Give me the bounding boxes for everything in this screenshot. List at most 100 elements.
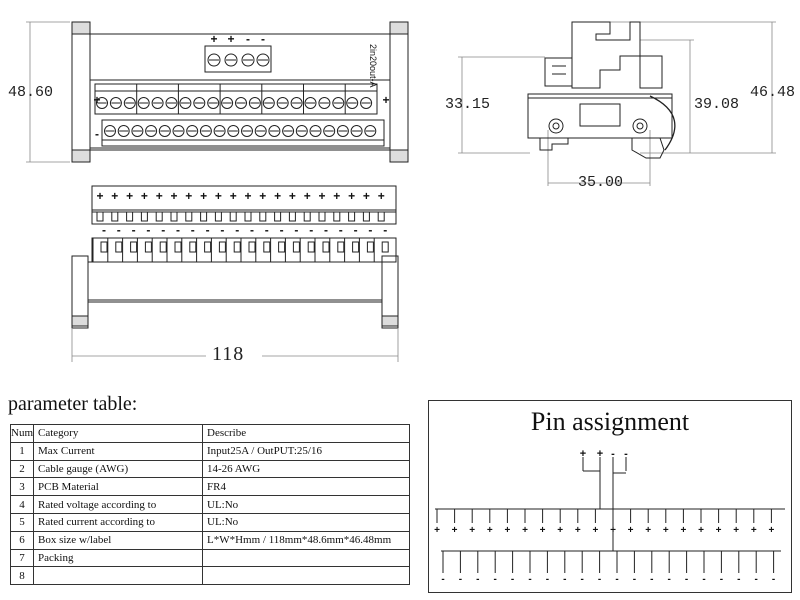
minus-output-sign: - (598, 574, 601, 585)
pin-slot (115, 241, 123, 253)
minus-output-sign: - (650, 574, 653, 585)
width-dimension-label: 118 (212, 343, 245, 365)
plus-output-sign: + (575, 525, 581, 536)
plus-output-sign: + (469, 525, 475, 536)
top-minus-sign: - (368, 223, 372, 237)
top-plus-sign: + (304, 189, 311, 203)
row-num: 1 (10, 441, 34, 461)
plus-output-sign: + (680, 525, 686, 536)
pin-slot (348, 211, 356, 222)
terminal-screw-icon (256, 53, 270, 67)
top-plus-sign: + (200, 189, 207, 203)
row-category: Rated current according to (33, 512, 203, 532)
front-right-plus: + (382, 93, 389, 107)
top-minus-sign: - (117, 223, 121, 237)
top-plus-sign: + (363, 189, 370, 203)
minus-output-sign: - (720, 574, 723, 585)
top-minus-sign: - (250, 223, 254, 237)
row-num: 4 (10, 495, 34, 514)
row-num: 2 (10, 459, 34, 479)
top-plus-sign: + (215, 189, 222, 203)
terminal-screw-icon (350, 125, 363, 137)
top-minus-sign: - (324, 223, 328, 237)
terminal-screw-icon (117, 125, 130, 137)
terminal-screw-icon (193, 97, 206, 109)
side-right-outer-dimension-label: 46.48 (750, 84, 796, 101)
pin-slot (352, 241, 360, 253)
terminal-screw-icon (295, 125, 308, 137)
front-side-label: 2in20out-A (368, 44, 378, 88)
pin-slot (381, 241, 389, 253)
plus-output-sign: + (663, 525, 669, 536)
pin-slot (248, 241, 256, 253)
front-input-sign-1: + (210, 32, 217, 46)
plus-output-sign: + (716, 525, 722, 536)
terminal-screw-icon (332, 97, 345, 109)
minus-output-sign: - (546, 574, 549, 585)
top-plus-sign: + (126, 189, 133, 203)
top-plus-sign: + (156, 189, 163, 203)
row-num: 8 (10, 566, 34, 586)
top-plus-sign: + (96, 189, 103, 203)
minus-output-sign: - (511, 574, 514, 585)
pin-slot (322, 241, 330, 253)
top-minus-sign: - (176, 223, 180, 237)
plus-output-sign: + (592, 525, 598, 536)
pin-assignment-diagram: + + - - ++++++++++++++++++++ -----------… (434, 448, 785, 585)
plus-output-sign: + (610, 525, 616, 536)
terminal-screw-icon (145, 125, 158, 137)
minus-output-sign: - (581, 574, 584, 585)
top-minus-sign: - (146, 223, 150, 237)
terminal-screw-icon (262, 97, 275, 109)
top-minus-sign: - (161, 223, 165, 237)
minus-output-sign: - (528, 574, 531, 585)
minus-output-sign: - (668, 574, 671, 585)
row-category: Cable gauge (AWG) (33, 459, 203, 479)
pin-slot (229, 211, 237, 222)
side-view (458, 21, 776, 186)
terminal-screw-icon (241, 125, 253, 137)
minus-output-sign: - (685, 574, 688, 585)
row-num: 6 (10, 530, 34, 550)
minus-output-sign: - (459, 574, 462, 585)
pin-slot (144, 241, 152, 253)
table-row: 6 Box size w/label L*W*Hmm / 118mm*48.6m… (10, 530, 410, 550)
terminal-screw-icon (276, 97, 289, 109)
plus-output-sign: + (698, 525, 704, 536)
pin-slot (337, 241, 345, 253)
pin-input-sign-3: - (611, 448, 615, 460)
pin-slot (278, 241, 286, 253)
plus-output-sign: + (522, 525, 528, 536)
pin-slot (159, 241, 167, 253)
plus-output-sign: + (645, 525, 651, 536)
minus-output-sign: - (476, 574, 479, 585)
top-minus-sign: - (102, 223, 106, 237)
top-minus-sign: - (132, 223, 136, 237)
row-describe: FR4 (202, 477, 410, 497)
top-plus-sign: + (259, 189, 266, 203)
pin-slot (126, 211, 134, 222)
front-input-sign-4: - (261, 32, 265, 46)
plus-output-sign: + (733, 525, 739, 536)
top-minus-sign: - (354, 223, 358, 237)
top-plus-sign: + (244, 189, 251, 203)
row-category: PCB Material (33, 477, 203, 497)
terminal-screw-icon (151, 97, 164, 109)
top-minus-sign: - (265, 223, 269, 237)
minus-output-sign: - (441, 574, 444, 585)
top-plus-sign: + (111, 189, 118, 203)
table-header-row: Num Category Describe (10, 424, 410, 443)
pin-slot (96, 211, 104, 222)
plus-output-sign: + (557, 525, 563, 536)
terminal-screw-icon (109, 97, 122, 109)
terminal-screw-icon (248, 97, 261, 109)
terminal-screw-icon (268, 125, 281, 137)
plus-output-sign: + (628, 525, 634, 536)
table-row: 7 Packing (10, 548, 410, 568)
terminal-screw-icon (309, 125, 322, 137)
row-describe: UL:No (202, 495, 410, 514)
pin-slot (170, 211, 178, 222)
pin-slot (366, 241, 374, 253)
pin-slot (100, 241, 108, 253)
